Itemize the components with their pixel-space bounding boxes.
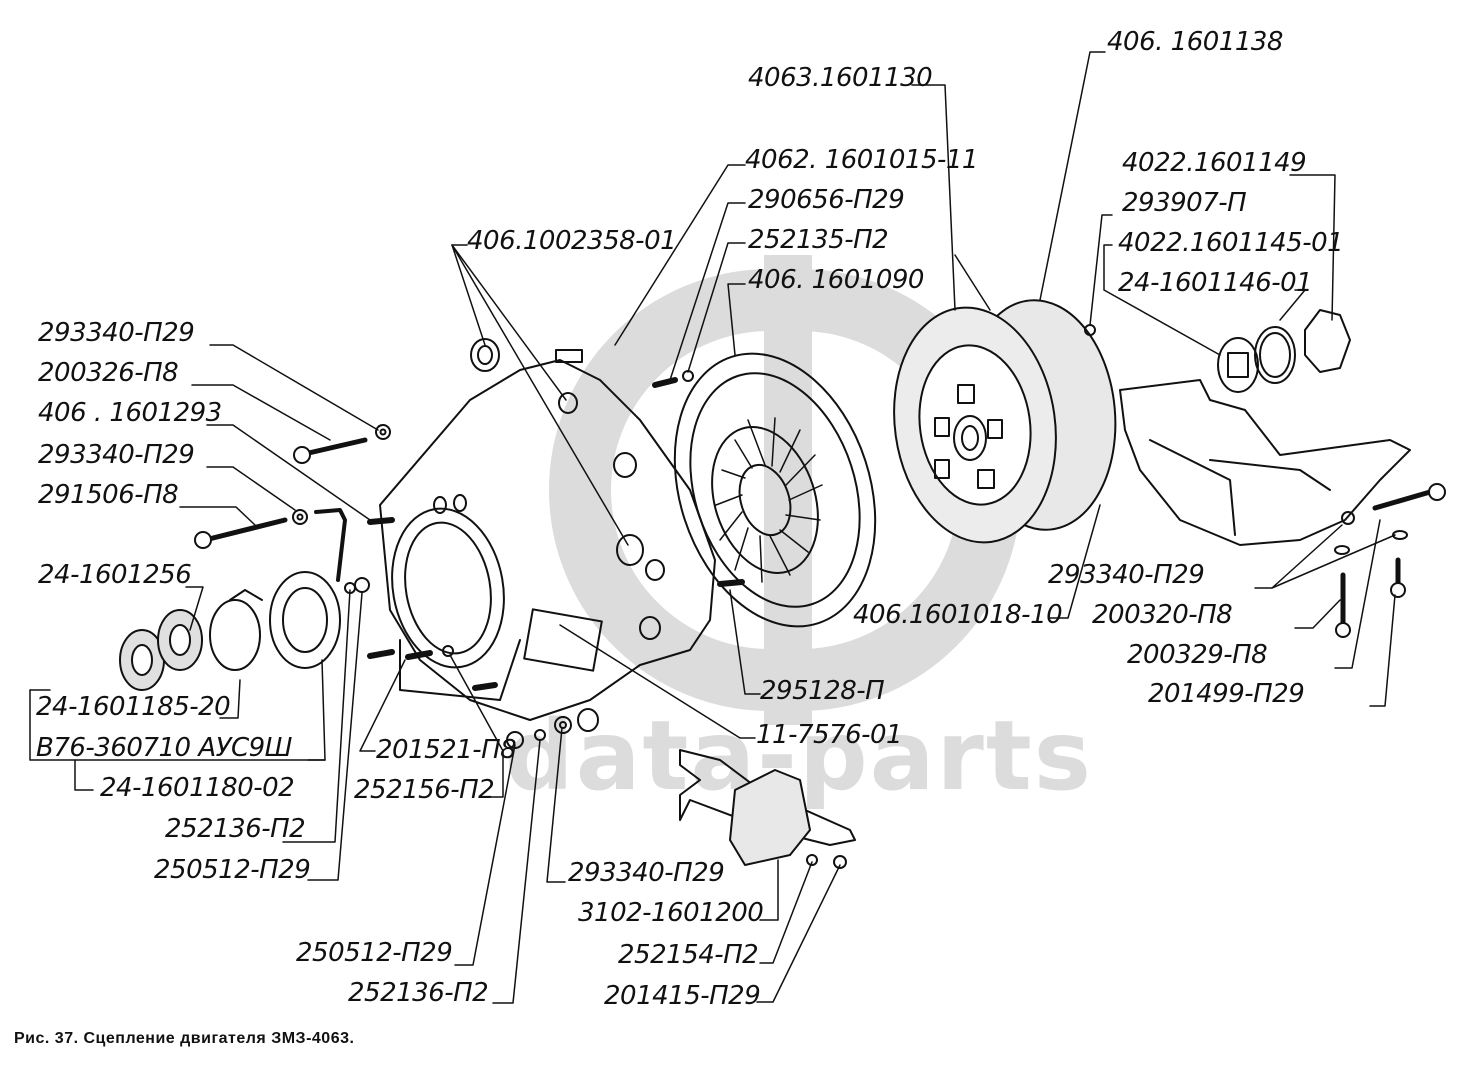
part-label: 4063.1601130 [748, 63, 933, 93]
clutch-disc [893, 299, 1117, 544]
leader-lines [29, 51, 1396, 1004]
fasteners [194, 370, 1446, 869]
release-bearing-group [119, 571, 341, 691]
part-label: 293340-П29 [38, 440, 195, 470]
part-label: 252135-П2 [748, 225, 889, 255]
part-label: 200326-П8 [38, 358, 179, 388]
part-label: 250512-П29 [296, 938, 453, 968]
part-label: 252154-П2 [618, 940, 759, 970]
part-label: 3102-1601200 [578, 898, 764, 928]
part-label: 291506-П8 [38, 480, 179, 510]
part-label: 252136-П2 [165, 814, 306, 844]
part-label: 406.1002358-01 [467, 226, 677, 256]
part-label: 252136-П2 [348, 978, 489, 1008]
part-label: 201415-П29 [604, 981, 761, 1011]
part-label: 293340-П29 [1048, 560, 1205, 590]
part-label: 4022.1601149 [1122, 148, 1307, 178]
part-label: 252156-П2 [354, 775, 495, 805]
part-label: 290656-П29 [748, 185, 905, 215]
part-label: 293340-П29 [568, 858, 725, 888]
watermark-arc-left [549, 269, 771, 711]
part-label: 24-1601256 [38, 560, 192, 590]
part-label: 406. 1601090 [748, 265, 924, 295]
part-label: 406. 1601138 [1107, 27, 1283, 57]
part-label: 406.1601018-10 [853, 600, 1063, 630]
part-label: 4022.1601145-01 [1118, 228, 1344, 258]
part-label: 201521-П8 [376, 735, 517, 765]
part-label: 295128-П [760, 676, 885, 706]
figure-caption: Рис. 37. Сцепление двигателя ЗМЗ-4063. [14, 1030, 355, 1047]
clutch-housing [379, 338, 716, 732]
part-label: 11-7576-01 [756, 720, 903, 750]
part-label: 406 . 1601293 [38, 398, 222, 428]
part-label: 201499-П29 [1148, 679, 1305, 709]
part-label: 200320-П8 [1092, 600, 1233, 630]
part-label: 250512-П29 [154, 855, 311, 885]
pressure-plate [673, 352, 877, 628]
part-label: 293907-П [1122, 188, 1247, 218]
part-label: 24-1601180-02 [100, 773, 295, 803]
release-fork [679, 749, 856, 866]
gaskets [1084, 309, 1351, 393]
watermark-stem [764, 255, 812, 725]
part-label: 293340-П29 [38, 318, 195, 348]
part-label: 4062. 1601015-11 [745, 145, 978, 175]
part-label: 200329-П8 [1127, 640, 1268, 670]
part-label: В76-360710 АУС9Ш [36, 733, 292, 763]
part-label: 24-1601185-20 [36, 692, 231, 722]
clutch-cover-bracket [1119, 379, 1411, 546]
part-label: 24-1601146-01 [1118, 268, 1313, 298]
